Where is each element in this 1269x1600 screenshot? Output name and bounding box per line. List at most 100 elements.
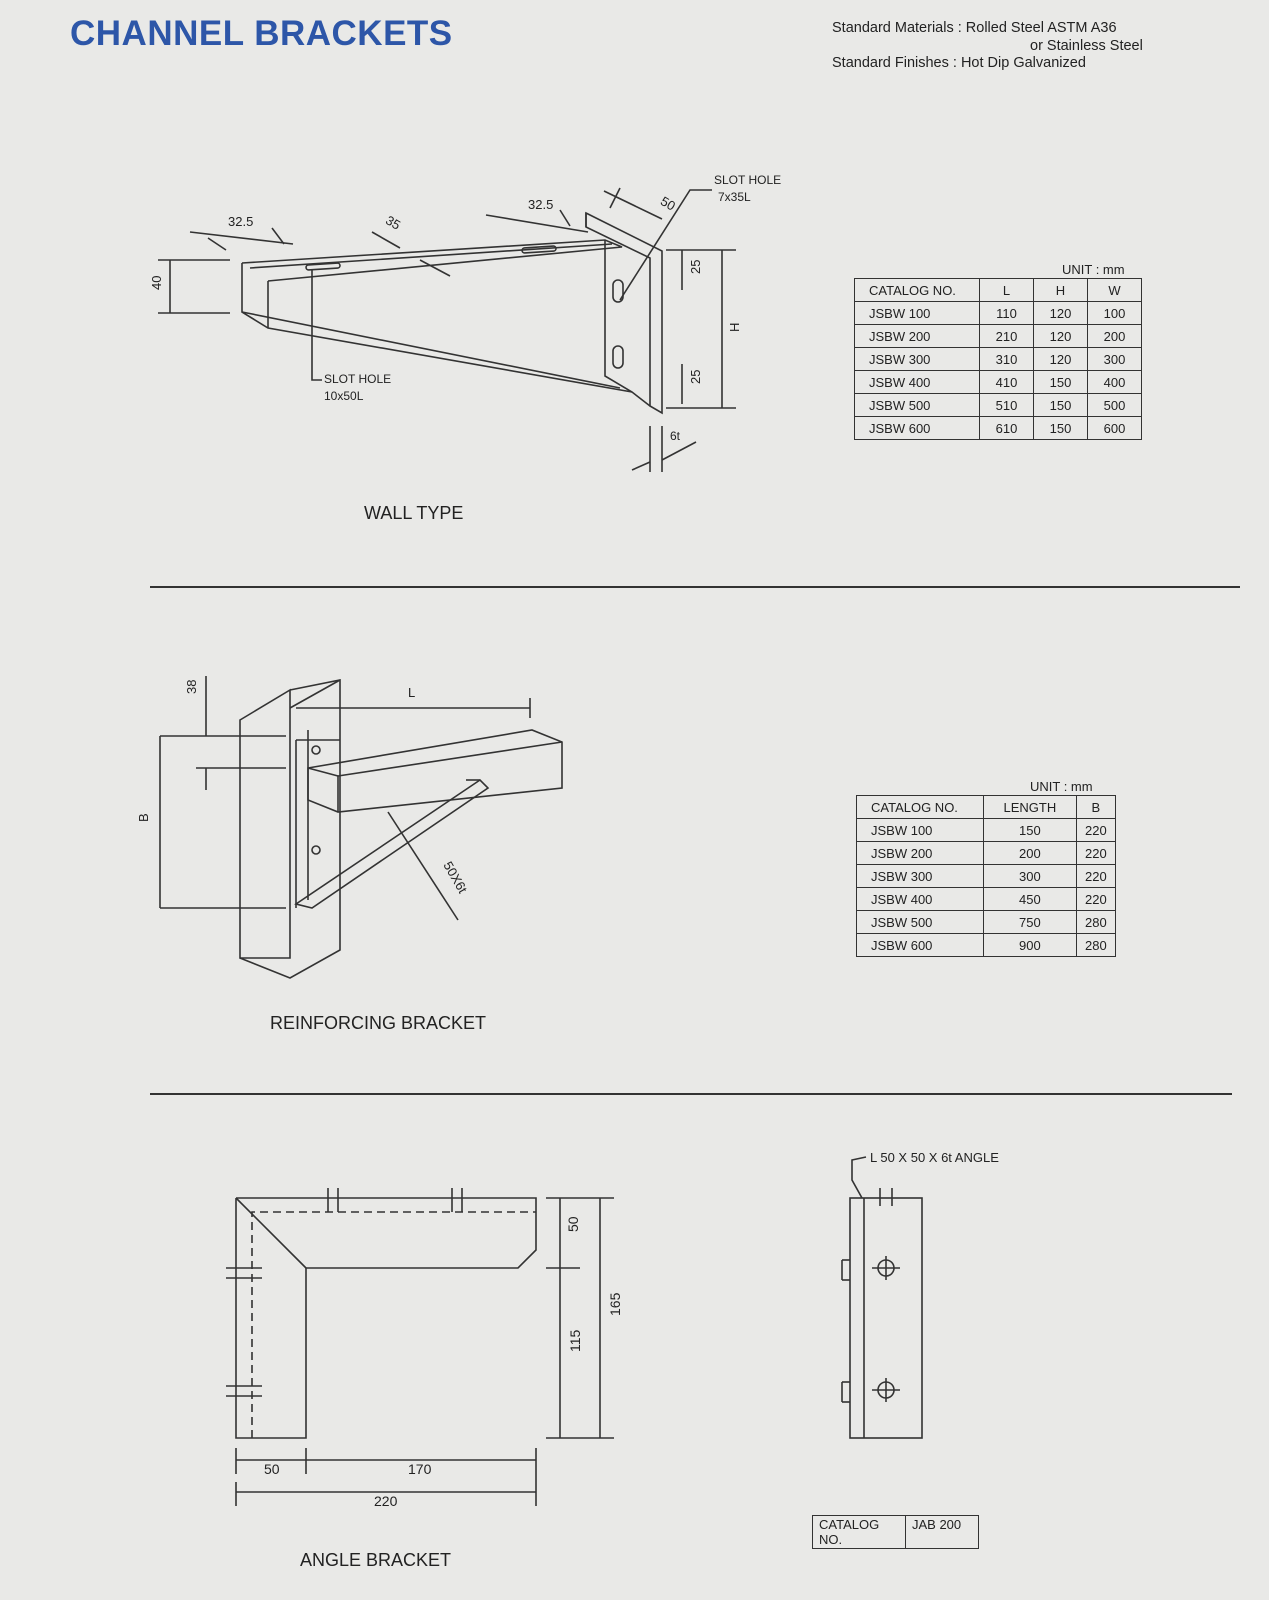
finishes-line: Standard Finishes : Hot Dip Galvanized <box>832 55 1086 71</box>
table-cell: 220 <box>1075 818 1117 842</box>
table-cell: 300 <box>1087 347 1142 371</box>
table-header-row: CATALOG NO. L H W <box>854 278 1142 302</box>
dim-l-label: L <box>408 685 415 700</box>
dim-b-label: B <box>136 813 151 822</box>
catalog-cell: JSBW 300 <box>856 864 984 888</box>
table-cell: 150 <box>1033 370 1088 394</box>
page-title: CHANNEL BRACKETS <box>70 14 453 53</box>
catalog-value: JAB 200 <box>912 1517 962 1532</box>
table-cell: 110 <box>979 301 1034 325</box>
table-header-row: CATALOG NO. LENGTH B <box>856 795 1117 819</box>
dim-38-label: 38 <box>184 680 199 694</box>
angle-bracket-drawing: 50 115 165 50 170 220 L 50 X 50 X 6t ANG… <box>226 1150 999 1509</box>
wall-type-caption: WALL TYPE <box>364 503 464 523</box>
table-cell: 150 <box>983 818 1077 842</box>
table-cell: 310 <box>979 347 1034 371</box>
reinforcing-unit: UNIT : mm <box>1030 779 1093 794</box>
wall-type-unit: UNIT : mm <box>1062 262 1125 277</box>
dim-25-top-label: 25 <box>688 260 703 274</box>
catalog-cell: JSBW 400 <box>856 887 984 911</box>
table-cell: 220 <box>1075 864 1117 888</box>
table-cell: 120 <box>1033 324 1088 348</box>
column-header-l: L <box>979 278 1034 302</box>
reinforcing-bracket-drawing: 38 L B 50X6t <box>136 676 563 979</box>
section-divider <box>150 586 1240 588</box>
material-specs: Standard Materials : Rolled Steel ASTM A… <box>832 20 1143 73</box>
dim-50x6t-label: 50X6t <box>440 859 470 896</box>
table-cell: 200 <box>983 841 1077 865</box>
wall-type-drawing: 40 32.5 35 32.5 50 SLOT HOLE 7x35L SLOT … <box>149 173 781 472</box>
table-cell: 500 <box>1087 393 1142 417</box>
dim-50-label: 50 <box>658 193 678 213</box>
table-cell: 220 <box>1075 887 1117 911</box>
catalog-cell: JSBW 300 <box>854 347 980 371</box>
slot-hole-top-size: 7x35L <box>718 190 751 204</box>
dim-h-label: H <box>727 323 742 332</box>
table-cell: 150 <box>1033 416 1088 440</box>
table-cell: 220 <box>1075 841 1117 865</box>
section-divider <box>150 1093 1232 1095</box>
dim-32-5-left-label: 32.5 <box>228 214 253 229</box>
table-cell: 280 <box>1075 933 1117 957</box>
table-cell: 280 <box>1075 910 1117 934</box>
materials-line-2: or Stainless Steel <box>1030 37 1143 54</box>
table-cell: 510 <box>979 393 1034 417</box>
dim-35-label: 35 <box>383 212 403 232</box>
catalog-label: CATALOG NO. <box>813 1516 906 1548</box>
table-cell: 300 <box>983 864 1077 888</box>
dim-220-label: 220 <box>374 1493 398 1509</box>
dim-25-bottom-label: 25 <box>688 370 703 384</box>
dim-170-label: 170 <box>408 1461 432 1477</box>
column-header-h: H <box>1033 278 1088 302</box>
angle-bracket-caption: ANGLE BRACKET <box>300 1550 452 1570</box>
table-cell: 410 <box>979 370 1034 394</box>
table-cell: 610 <box>979 416 1034 440</box>
slot-hole-bottom-size: 10x50L <box>324 389 364 403</box>
catalog-cell: JSBW 100 <box>856 818 984 842</box>
dim-32-5-right-label: 32.5 <box>528 197 553 212</box>
slot-hole-top-label: SLOT HOLE <box>714 173 781 187</box>
table-cell: 210 <box>979 324 1034 348</box>
column-header-w: W <box>1087 278 1142 302</box>
column-header-catalog: CATALOG NO. <box>856 795 984 819</box>
table-cell: 450 <box>983 887 1077 911</box>
table-cell: 100 <box>1087 301 1142 325</box>
catalog-cell: JSBW 600 <box>854 416 980 440</box>
dim-50-vertical-label: 50 <box>565 1216 581 1232</box>
table-cell: 600 <box>1087 416 1142 440</box>
column-header-length: LENGTH <box>983 795 1077 819</box>
table-cell: 120 <box>1033 347 1088 371</box>
catalog-cell: JSBW 100 <box>854 301 980 325</box>
dim-6t-label: 6t <box>670 429 681 443</box>
catalog-cell: JSBW 600 <box>856 933 984 957</box>
slot-hole-bottom-label: SLOT HOLE <box>324 372 391 386</box>
catalog-cell: JSBW 500 <box>854 393 980 417</box>
angle-catalog-box: CATALOG NO. JAB 200 <box>812 1515 979 1549</box>
table-cell: 150 <box>1033 393 1088 417</box>
dim-165-label: 165 <box>607 1292 623 1316</box>
column-header-b: B <box>1075 795 1117 819</box>
materials-line-1: Standard Materials : Rolled Steel ASTM A… <box>832 20 1117 36</box>
dim-50-horizontal-label: 50 <box>264 1461 280 1477</box>
catalog-cell: JSBW 200 <box>856 841 984 865</box>
catalog-cell: JSBW 400 <box>854 370 980 394</box>
column-header-catalog: CATALOG NO. <box>854 278 980 302</box>
table-cell: 900 <box>983 933 1077 957</box>
dim-40-label: 40 <box>149 276 164 290</box>
reinforcing-bracket-caption: REINFORCING BRACKET <box>270 1013 487 1033</box>
dim-115-label: 115 <box>567 1329 583 1352</box>
